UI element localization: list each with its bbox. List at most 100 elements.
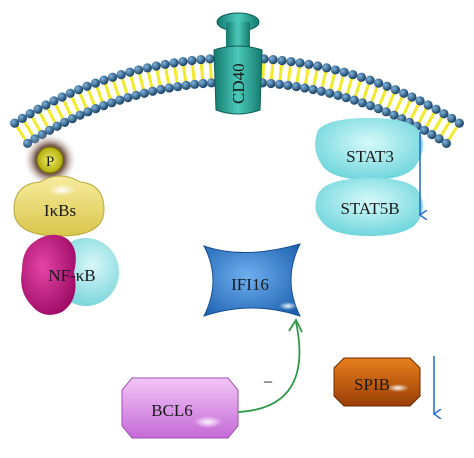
cd40-receptor: CD40 — [213, 12, 263, 115]
nfkb-label: NF-κB — [48, 266, 95, 285]
lipid-head — [407, 92, 417, 102]
lipid-head — [316, 86, 326, 96]
lipid-head — [419, 125, 430, 135]
lipid-head — [67, 114, 77, 124]
lipid-head — [206, 78, 217, 88]
lipid-head — [131, 90, 141, 100]
stat5b-label: STAT5B — [340, 199, 399, 218]
lipid-head — [57, 92, 67, 102]
lipid-head — [333, 90, 343, 100]
lipid-head — [75, 110, 85, 120]
lipid-head — [169, 58, 179, 68]
lipid-head — [373, 104, 383, 114]
spib-label: SPIB — [354, 375, 390, 394]
lipid-head — [74, 85, 84, 95]
lipid-head — [348, 70, 358, 80]
lipid-head — [427, 129, 437, 140]
lipid-head — [99, 101, 109, 111]
lipid-head — [365, 75, 375, 85]
bcl6-label: BCL6 — [151, 401, 193, 420]
stat3-label: STAT3 — [346, 147, 394, 166]
lipid-head — [160, 59, 170, 69]
lipid-head — [115, 95, 125, 105]
lipid-head — [116, 70, 126, 80]
arrowhead-icon — [288, 318, 303, 333]
lipid-head — [283, 80, 293, 90]
lipid-head — [164, 83, 174, 93]
lipid-head — [389, 110, 399, 120]
lipid-head — [156, 84, 166, 95]
lipid-head — [399, 88, 409, 98]
lipid-head — [123, 93, 133, 103]
lipid-head — [189, 79, 200, 89]
ikb-label: IκBs — [44, 201, 76, 220]
lipid-head — [107, 98, 117, 108]
lipid-head — [44, 125, 55, 135]
lipid-head — [52, 121, 62, 131]
lipid-head — [415, 96, 425, 106]
phospho-group: P — [23, 133, 77, 187]
lipid-head — [339, 67, 349, 77]
lipid-head — [356, 72, 367, 82]
lipid-head — [90, 78, 101, 88]
lipid-head — [439, 109, 449, 119]
lipid-head — [325, 88, 335, 98]
spib-protein: SPIB — [333, 357, 421, 407]
stat3-protein: STAT3 — [315, 118, 423, 180]
lipid-head — [382, 81, 392, 91]
lipid-head — [181, 80, 191, 90]
lipid-head — [25, 109, 35, 119]
lipid-head — [300, 83, 310, 93]
lipid-head — [308, 84, 318, 95]
lipid-head — [33, 104, 43, 114]
inhibition-sign: − — [263, 372, 273, 392]
lipid-head — [148, 86, 158, 96]
lipid-head — [274, 79, 285, 89]
lipid-head — [431, 104, 441, 114]
lipid-head — [322, 63, 332, 73]
nfkb-complex: NF-κB — [21, 234, 119, 315]
ikb-protein: IκBs — [13, 175, 105, 237]
lipid-head — [83, 107, 93, 117]
bcl6-to-ifi16-arrow — [237, 321, 301, 413]
lipid-head — [277, 55, 287, 66]
lipid-head — [60, 117, 70, 127]
lipid-head — [423, 100, 433, 110]
lipid-head — [330, 65, 340, 75]
lipid-head — [187, 55, 197, 66]
lipid-head — [266, 78, 276, 89]
phospho-label: P — [46, 154, 54, 170]
lipid-head — [10, 118, 20, 128]
lipid-head — [99, 75, 109, 85]
phospho-circle — [36, 146, 64, 174]
lipid-head — [365, 101, 375, 111]
nfkb-subunit-magenta — [21, 234, 76, 315]
lipid-head — [304, 59, 314, 69]
lipid-head — [49, 96, 59, 106]
cd40-label: CD40 — [229, 63, 248, 104]
lipid-head — [82, 81, 92, 91]
lipid-head — [41, 100, 51, 110]
lipid-head — [441, 138, 451, 148]
ifi16-protein: IFI16 — [202, 243, 301, 317]
lipid-head — [381, 107, 391, 117]
membrane-outer-heads — [10, 54, 464, 128]
lipid-head — [434, 134, 444, 144]
lipid-head — [178, 56, 188, 67]
lipid-head — [373, 78, 384, 88]
lipid-head — [125, 67, 135, 77]
ifi16-label: IFI16 — [231, 275, 269, 294]
lipid-head — [447, 113, 457, 123]
lipid-head — [341, 93, 351, 103]
lipid-head — [205, 54, 215, 64]
lipid-head — [139, 88, 149, 98]
lipid-head — [65, 88, 75, 98]
bcl6-protein: BCL6 — [121, 377, 239, 439]
lipid-head — [107, 72, 118, 82]
lipid-head — [173, 81, 183, 92]
lipid-head — [134, 65, 144, 75]
lipid-head — [295, 58, 305, 68]
lipid-head — [151, 61, 161, 71]
lipid-head — [286, 56, 296, 67]
